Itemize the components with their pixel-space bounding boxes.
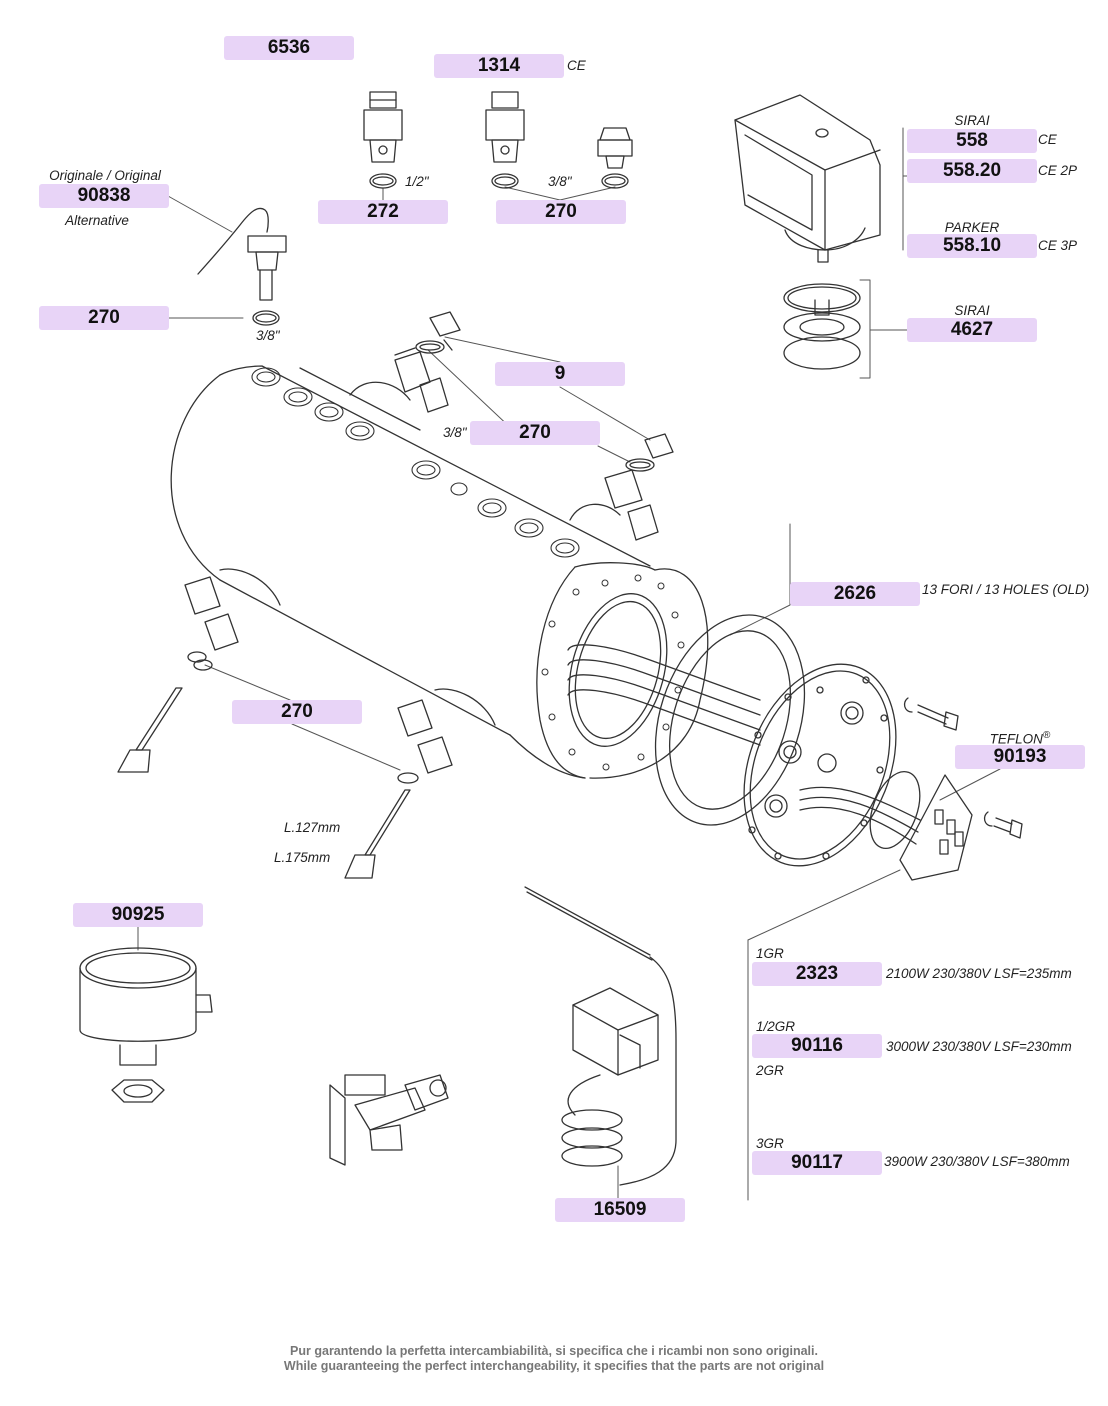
note-558-sirai: SIRAI	[954, 113, 990, 128]
thermostat-16509	[524, 886, 677, 1186]
note-558-20-ce2p: CE 2P	[1038, 163, 1078, 178]
note-2626-holes: 13 FORI / 13 HOLES (OLD)	[922, 582, 1090, 597]
part-label-4627[interactable]: 4627	[907, 318, 1037, 342]
part-label-9[interactable]: 9	[495, 362, 625, 386]
part-label-6536[interactable]: 6536	[224, 36, 354, 60]
safety-valve-272	[363, 91, 403, 189]
note-1314-ce: CE	[567, 58, 586, 73]
bolts	[903, 697, 1023, 839]
footer-disclaimer-it: Pur garantendo la perfetta intercambiabi…	[290, 1344, 818, 1358]
valve-small-270	[597, 127, 633, 189]
note-558-10-parker: PARKER	[944, 220, 1000, 235]
gasket-2626	[654, 614, 806, 826]
note-group-2gr: 2GR	[756, 1063, 784, 1078]
part-label-2323[interactable]: 2323	[752, 962, 882, 986]
teflon-text: TEFLON	[989, 731, 1043, 747]
part-label-270-low[interactable]: 270	[232, 700, 362, 724]
note-90838-alternative: Alternative	[65, 213, 129, 228]
note-length-127: L.127mm	[284, 820, 341, 835]
part-label-272[interactable]: 272	[318, 200, 448, 224]
note-90117-spec: 3900W 230/380V LSF=380mm	[884, 1154, 1070, 1169]
note-270-top-size: 3/8"	[548, 174, 572, 189]
note-4627-sirai: SIRAI	[954, 303, 990, 318]
note-270-left-size: 3/8"	[256, 328, 280, 343]
note-group-1gr: 1GR	[756, 946, 784, 961]
note-length-175: L.175mm	[274, 850, 331, 865]
diaphragm-4627	[783, 283, 861, 370]
heating-element-tubes	[567, 644, 761, 746]
part-label-558-20[interactable]: 558.20	[907, 159, 1037, 183]
part-label-270-mid[interactable]: 270	[470, 421, 600, 445]
note-558-ce: CE	[1038, 132, 1057, 147]
note-group-12gr: 1/2GR	[756, 1019, 796, 1034]
note-90116-spec: 3000W 230/380V LSF=230mm	[886, 1039, 1072, 1054]
part-label-16509[interactable]: 16509	[555, 1198, 685, 1222]
filter-cup-90925	[79, 947, 213, 1103]
note-270-mid-size: 3/8"	[443, 425, 467, 440]
boiler-elbow-fittings	[184, 347, 659, 774]
probes-270	[117, 651, 419, 879]
part-label-558-10[interactable]: 558.10	[907, 234, 1037, 258]
note-90838-original: Originale / Original	[49, 168, 161, 183]
part-label-90116[interactable]: 90116	[752, 1034, 882, 1058]
part-label-90117[interactable]: 90117	[752, 1151, 882, 1175]
part-label-90838[interactable]: 90838	[39, 184, 169, 208]
part-label-270-top[interactable]: 270	[496, 200, 626, 224]
pressure-switch-558	[734, 94, 881, 263]
valve-1314	[485, 91, 525, 189]
part-label-1314[interactable]: 1314	[434, 54, 564, 78]
part-label-270-left[interactable]: 270	[39, 306, 169, 330]
note-2323-spec: 2100W 230/380V LSF=235mm	[886, 966, 1072, 981]
note-group-3gr: 3GR	[756, 1136, 784, 1151]
registered-mark: ®	[1042, 730, 1051, 741]
part-label-558[interactable]: 558	[907, 129, 1037, 153]
part-label-90193[interactable]: 90193	[955, 745, 1085, 769]
part-label-90925[interactable]: 90925	[73, 903, 203, 927]
note-558-10-ce3p: CE 3P	[1038, 238, 1078, 253]
part-label-2626[interactable]: 2626	[790, 582, 920, 606]
boiler-flange-holes	[541, 574, 685, 771]
footer-disclaimer-en: While guaranteeing the perfect interchan…	[283, 1359, 825, 1373]
heating-element-terminals	[799, 771, 973, 881]
boiler-tank	[170, 365, 709, 779]
tee-valve	[329, 1074, 449, 1166]
heating-element-flange	[743, 663, 897, 867]
note-90193-teflon: TEFLON®	[955, 728, 1085, 748]
probe-90838	[197, 207, 287, 326]
note-272-size: 1/2"	[405, 174, 429, 189]
plugs-9	[415, 311, 674, 472]
boiler-ports	[251, 367, 580, 558]
